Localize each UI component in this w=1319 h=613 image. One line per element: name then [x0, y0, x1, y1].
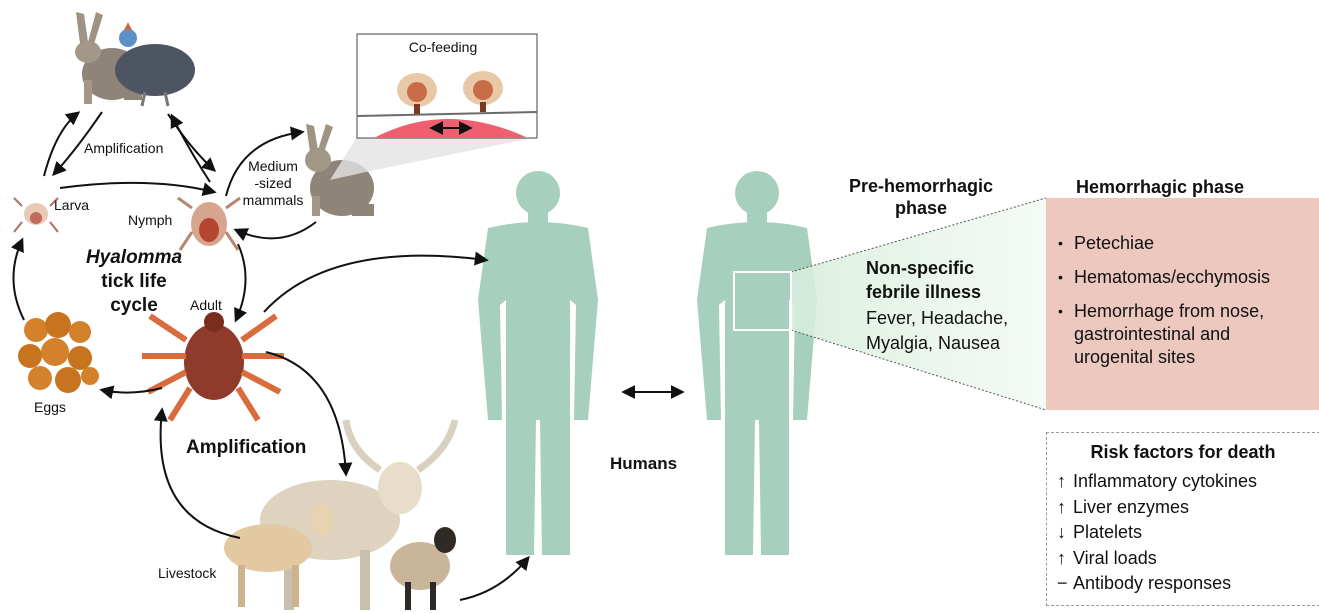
lifecycle-title-line2: tick life — [74, 270, 194, 294]
risk-factor-text: Inflammatory cytokines — [1073, 471, 1257, 491]
eggs-icon — [18, 312, 99, 393]
pre-hemorrhagic-symptoms-line2: Myalgia, Nausea — [866, 331, 1042, 356]
hemorrhagic-item: Hemorrhage from nose, gastrointestinal a… — [1058, 300, 1316, 369]
lifecycle-title-line3: cycle — [74, 294, 194, 318]
adult-label: Adult — [190, 297, 222, 313]
medium-mammals-label: Medium -sized mammals — [236, 158, 310, 209]
lifecycle-title: Hyalomma tick life cycle — [74, 246, 194, 318]
hemorrhagic-box: Petechiae Hematomas/ecchymosis Hemorrhag… — [1046, 198, 1319, 410]
pre-hemorrhagic-subtitle-line1: Non-specific — [866, 256, 1006, 280]
eggs-label: Eggs — [34, 399, 66, 415]
hemorrhagic-item: Hematomas/ecchymosis — [1058, 266, 1316, 289]
larva-tick-icon — [14, 198, 58, 232]
humans-label: Humans — [610, 454, 677, 474]
risk-factors-box: Risk factors for death ↑Inflammatory cyt… — [1046, 432, 1319, 606]
medium-mammals-line3: mammals — [236, 192, 310, 209]
pre-hemorrhagic-title-line2: phase — [846, 197, 996, 219]
sheep-icon — [390, 527, 456, 610]
nymph-label: Nymph — [128, 212, 172, 228]
risk-factor-text: Platelets — [1073, 522, 1142, 542]
human-figure-right-icon — [697, 171, 817, 555]
hemorrhagic-item-line: gastrointestinal and — [1074, 323, 1316, 346]
risk-factors-title: Risk factors for death — [1047, 442, 1319, 463]
pre-hemorrhagic-subtitle: Non-specific febrile illness — [866, 256, 1006, 304]
risk-factor-text: Viral loads — [1073, 548, 1157, 568]
risk-factor-item: ↑Inflammatory cytokines — [1057, 469, 1315, 495]
risk-factor-text: Liver enzymes — [1073, 497, 1189, 517]
livestock-label: Livestock — [158, 565, 216, 581]
hemorrhagic-item-line: Petechiae — [1074, 232, 1316, 255]
amplification-small-label: Amplification — [84, 140, 163, 156]
risk-factors-list: ↑Inflammatory cytokines ↑Liver enzymes ↓… — [1057, 469, 1315, 597]
risk-factor-item: ↑Liver enzymes — [1057, 495, 1315, 521]
hemorrhagic-list: Petechiae Hematomas/ecchymosis Hemorrhag… — [1058, 232, 1316, 380]
risk-factor-symbol: ↑ — [1057, 546, 1073, 572]
adult-tick-icon — [142, 312, 284, 420]
cofeeding-inset — [330, 34, 537, 180]
pre-hemorrhagic-title: Pre-hemorrhagic phase — [846, 175, 996, 219]
hemorrhagic-title: Hemorrhagic phase — [1046, 176, 1274, 198]
pre-hemorrhagic-title-line1: Pre-hemorrhagic — [846, 175, 996, 197]
amplification-large-label: Amplification — [186, 437, 306, 459]
pre-hemorrhagic-subtitle-line2: febrile illness — [866, 280, 1006, 304]
risk-factor-text: Antibody responses — [1073, 573, 1231, 593]
risk-factor-symbol: − — [1057, 571, 1073, 597]
hemorrhagic-item-line: Hematomas/ecchymosis — [1074, 266, 1316, 289]
hemorrhagic-item: Petechiae — [1058, 232, 1316, 255]
risk-factor-symbol: ↑ — [1057, 469, 1073, 495]
larva-label: Larva — [54, 197, 89, 213]
risk-factor-item: ↑Viral loads — [1057, 546, 1315, 572]
risk-factor-symbol: ↑ — [1057, 495, 1073, 521]
pre-hemorrhagic-symptoms-line1: Fever, Headache, — [866, 306, 1042, 331]
risk-factor-item: ↓Platelets — [1057, 520, 1315, 546]
nymph-tick-icon — [178, 198, 240, 250]
medium-mammals-line2: -sized — [236, 175, 310, 192]
pre-hemorrhagic-symptoms: Fever, Headache, Myalgia, Nausea — [866, 306, 1042, 356]
human-figure-left-icon — [478, 171, 598, 555]
risk-factor-item: −Antibody responses — [1057, 571, 1315, 597]
lifecycle-title-line1: Hyalomma — [74, 246, 194, 270]
risk-factor-symbol: ↓ — [1057, 520, 1073, 546]
cofeeding-label: Co-feeding — [378, 39, 508, 55]
hemorrhagic-item-line: Hemorrhage from nose, — [1074, 300, 1316, 323]
zoom-wedge — [791, 198, 1046, 410]
hemorrhagic-item-line: urogenital sites — [1074, 346, 1316, 369]
medium-mammals-line1: Medium — [236, 158, 310, 175]
